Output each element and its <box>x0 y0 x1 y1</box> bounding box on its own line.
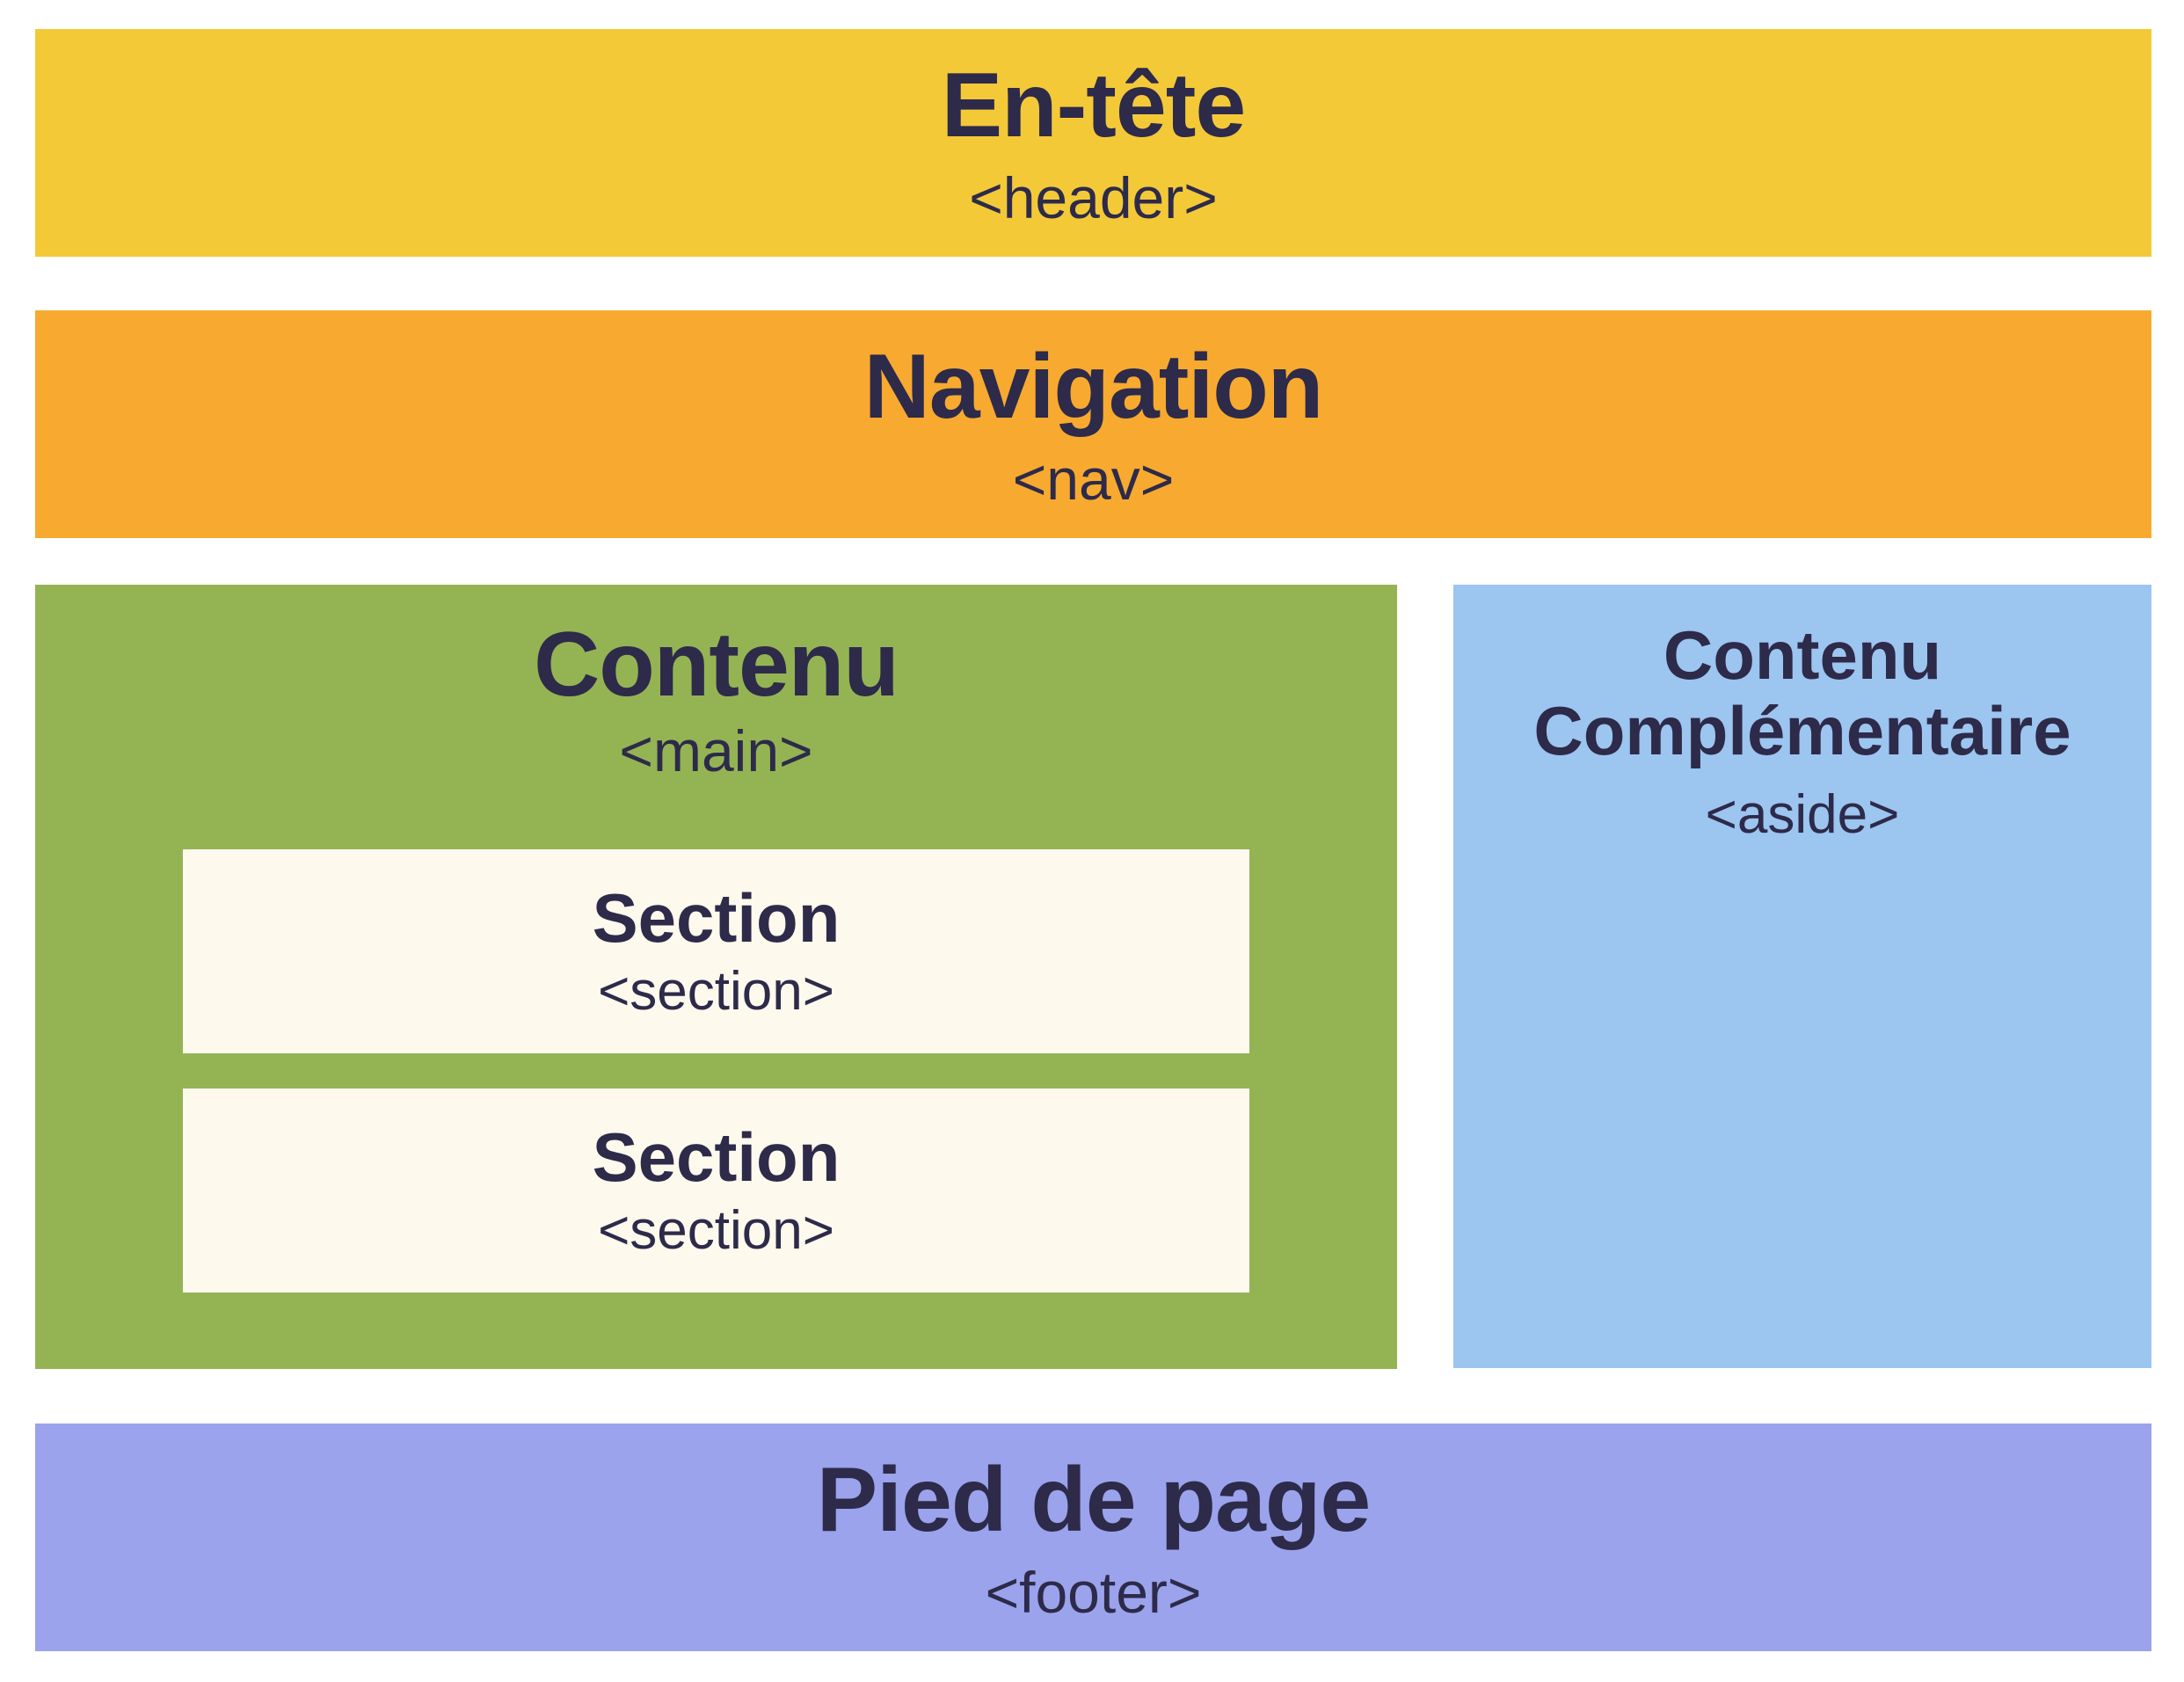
aside-title: Contenu Complémentaire <box>1533 616 2071 769</box>
footer-block: Pied de page <footer> <box>35 1424 2151 1651</box>
diagram-content: En-tête <header> Navigation <nav> Conten… <box>35 29 2151 1651</box>
main-title: Contenu <box>534 614 899 716</box>
section-2-title: Section <box>592 1118 841 1197</box>
header-block: En-tête <header> <box>35 29 2151 257</box>
aside-block: Contenu Complémentaire <aside> <box>1453 585 2151 1368</box>
footer-tag-label: <footer> <box>985 1559 1202 1625</box>
main-tag-label: <main> <box>619 717 813 783</box>
nav-block: Navigation <nav> <box>35 310 2151 538</box>
section-block-2: Section <section> <box>183 1089 1249 1293</box>
main-block: Contenu <main> Section <section> Section… <box>35 585 1397 1369</box>
nav-title: Navigation <box>863 336 1324 439</box>
footer-title: Pied de page <box>816 1449 1372 1552</box>
nav-tag-label: <nav> <box>1012 446 1175 512</box>
section-1-tag-label: <section> <box>598 961 834 1023</box>
section-block-1: Section <section> <box>183 849 1249 1054</box>
section-1-title: Section <box>592 879 841 958</box>
section-2-tag-label: <section> <box>598 1200 834 1262</box>
middle-row: Contenu <main> Section <section> Section… <box>35 585 2151 1369</box>
aside-tag-label: <aside> <box>1705 783 1900 845</box>
header-title: En-tête <box>941 55 1246 157</box>
header-tag-label: <header> <box>969 164 1218 230</box>
